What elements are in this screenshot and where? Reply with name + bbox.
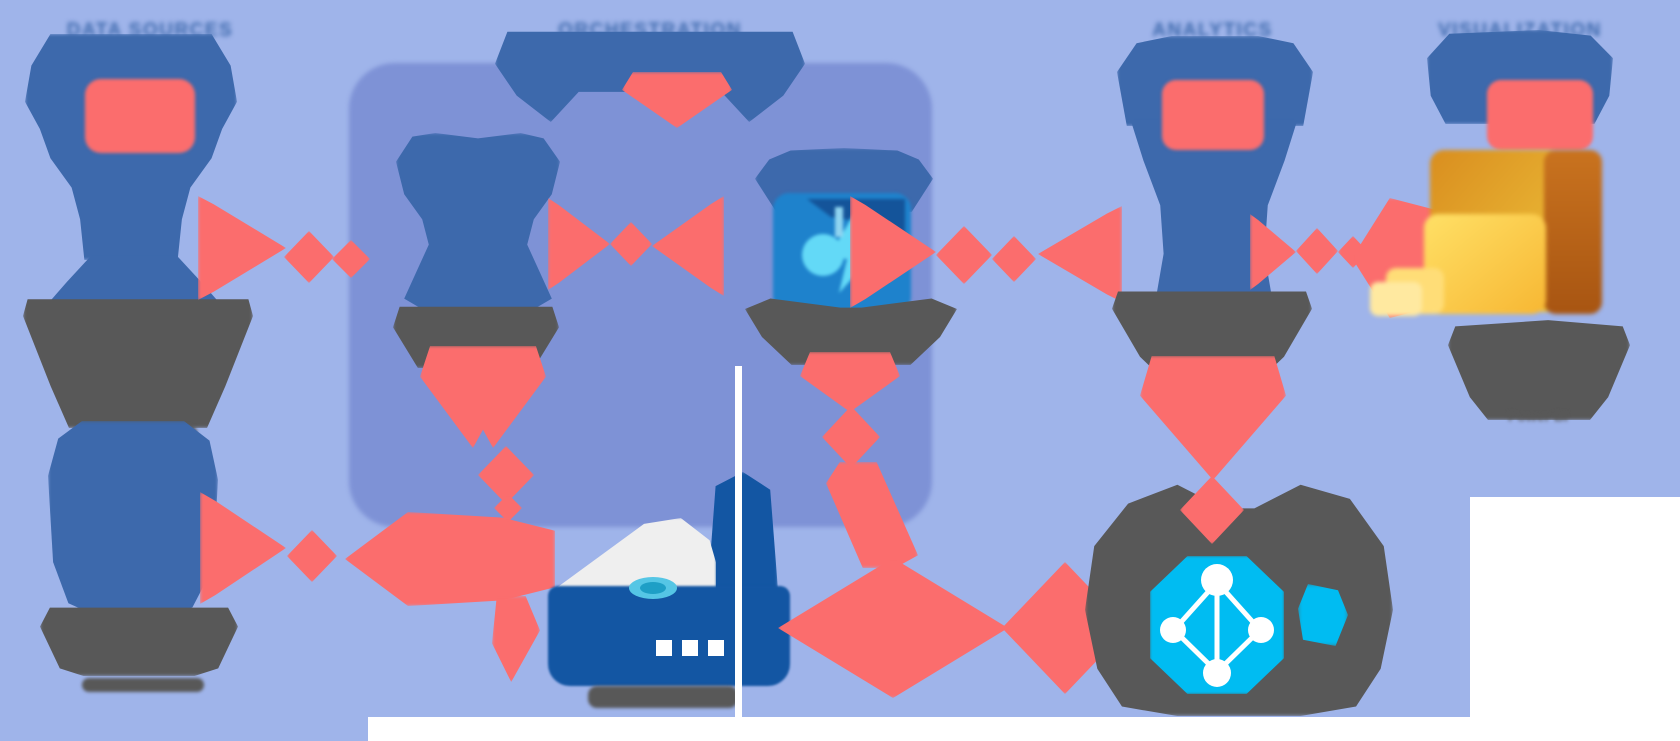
arrow-diamond xyxy=(287,530,337,582)
arrow-diamond xyxy=(1038,206,1122,302)
data-box-body xyxy=(548,586,790,686)
arrow-x-left-diamond xyxy=(778,558,1008,698)
arrow-diamond xyxy=(936,226,992,284)
arrow-diamond xyxy=(992,236,1036,282)
arrow-analytics-down xyxy=(1140,356,1286,480)
data-sources-node2-blob xyxy=(48,421,218,617)
power-bi-caption-blob xyxy=(1448,320,1630,420)
arrow-analytics-to-viz xyxy=(1250,214,1296,290)
bottom-right-white-area xyxy=(1470,497,1680,741)
heading-analytics: ANALYTICS xyxy=(1152,20,1273,41)
visualization-icon-block xyxy=(1487,80,1593,150)
data-box-icon-details xyxy=(629,577,724,656)
arrow-diamond xyxy=(284,231,334,283)
arrow-databox-left-big xyxy=(345,512,555,606)
data-box-lid-raised xyxy=(707,472,778,590)
analytics-icon-block xyxy=(1162,80,1264,150)
vertical-divider-line xyxy=(735,366,742,718)
azure-ad-side-accent xyxy=(1298,584,1348,646)
arrow-databox-tail xyxy=(492,596,540,682)
arrow-node2-to-databox xyxy=(200,492,286,604)
bottom-white-strip xyxy=(368,717,1680,741)
power-bi-icon xyxy=(1370,150,1602,316)
power-bi-caption-label: Power BI xyxy=(1508,408,1568,424)
group-node-a-blob xyxy=(396,133,560,313)
data-sources-caption-blob xyxy=(23,299,253,428)
azure-ad-icon-glyph xyxy=(1160,564,1274,687)
arrow-diamond xyxy=(1296,228,1338,274)
data-box-caption-line xyxy=(588,686,738,708)
data-sources-node2-caption-line xyxy=(82,678,204,692)
data-sources-node2-caption-blob xyxy=(40,607,238,676)
arrow-datasources-to-group xyxy=(198,196,286,300)
data-sources-icon-block xyxy=(85,79,195,153)
